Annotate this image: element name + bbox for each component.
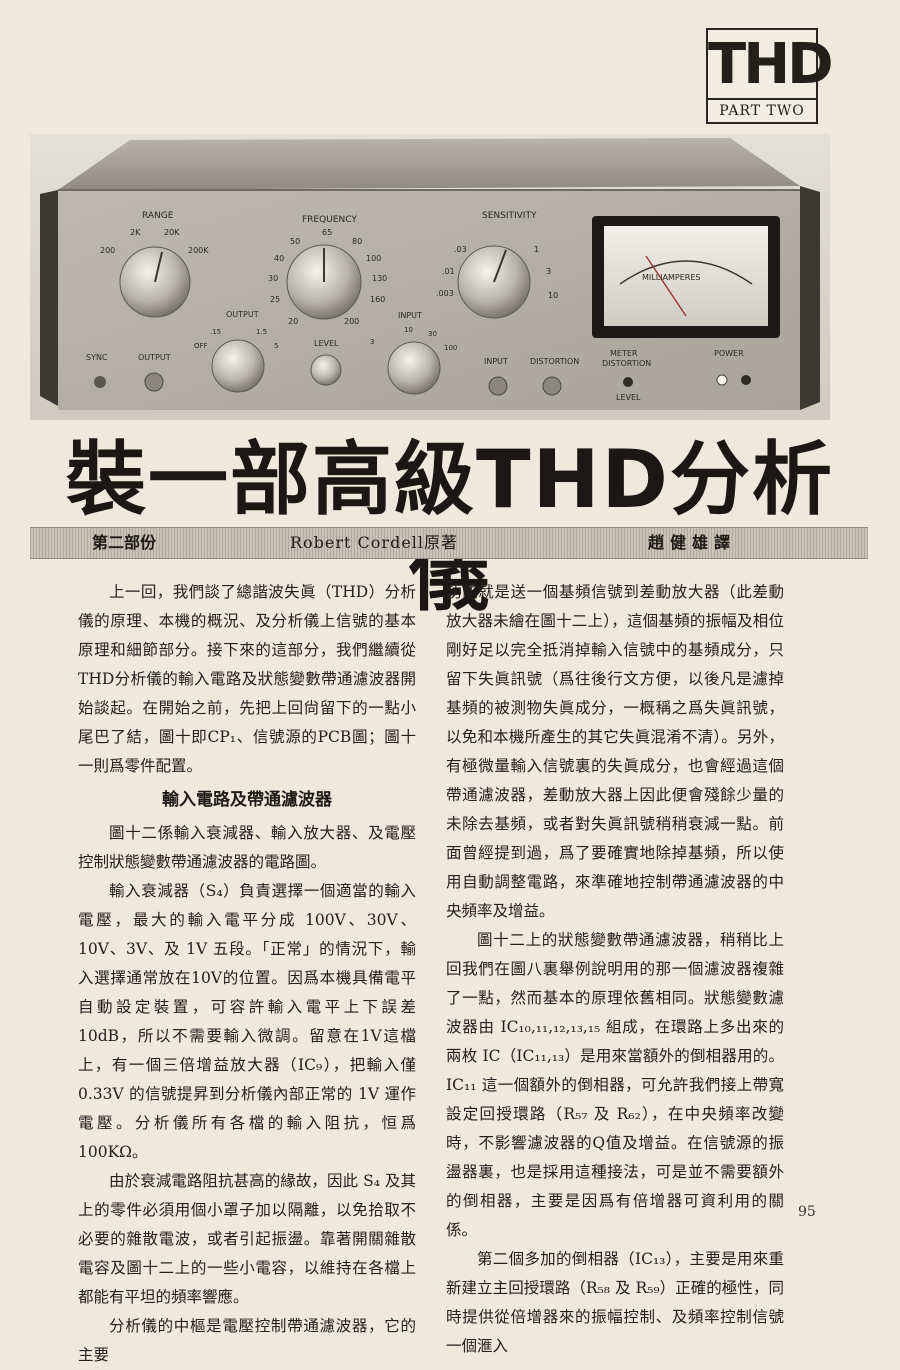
svg-text:2K: 2K: [130, 228, 141, 237]
left-side-panel: [40, 190, 58, 406]
input-range-knob: [387, 341, 441, 395]
frequency-label: FREQUENCY: [302, 215, 357, 225]
svg-text:40: 40: [274, 254, 284, 263]
cabinet-top: [58, 138, 800, 190]
svg-text:OUTPUT: OUTPUT: [138, 353, 171, 362]
svg-text:INPUT: INPUT: [484, 357, 508, 366]
svg-text:200: 200: [344, 317, 359, 326]
paragraph: 圖十二係輸入衰減器、輸入放大器、及電壓控制狀態變數帶通濾波器的電路圖。: [78, 824, 416, 871]
svg-text:DISTORTION: DISTORTION: [530, 357, 579, 366]
section-badge: THD PART TWO: [706, 28, 834, 124]
svg-text:OFF: OFF: [194, 342, 208, 350]
svg-text:.15: .15: [210, 328, 221, 336]
svg-text:30: 30: [268, 274, 278, 283]
svg-text:20K: 20K: [164, 228, 180, 237]
sensitivity-label: SENSITIVITY: [482, 211, 537, 221]
svg-text:10: 10: [404, 326, 413, 334]
output-level-label: OUTPUT: [226, 310, 259, 319]
svg-text:MILLIAMPERES: MILLIAMPERES: [642, 273, 700, 282]
range-label: RANGE: [142, 211, 174, 221]
svg-text:3: 3: [370, 338, 374, 346]
badge-subtitle: PART TWO: [708, 98, 816, 122]
paragraph: 上一回，我們談了總諧波失眞（THD）分析儀的原理、本機的概況、及分析儀上信號的基…: [78, 583, 416, 775]
svg-text:100: 100: [444, 344, 457, 352]
sync-jack: [94, 376, 106, 388]
paragraph: 功能就是送一個基頻信號到差動放大器（此差動放大器未繪在圖十二上），這個基頻的振幅…: [446, 583, 784, 920]
right-column: 功能就是送一個基頻信號到差動放大器（此差動放大器未繪在圖十二上），這個基頻的振幅…: [446, 578, 784, 1361]
svg-text:50: 50: [290, 237, 300, 246]
svg-text:200: 200: [100, 246, 115, 255]
svg-text:METER: METER: [610, 349, 638, 358]
byline-bar: 第二部份 Robert Cordell原著 趙健雄譯: [30, 527, 868, 559]
left-column: 上一回，我們談了總諧波失眞（THD）分析儀的原理、本機的概況、及分析儀上信號的基…: [78, 578, 416, 1370]
level-knob: [310, 354, 342, 386]
badge-title: THD: [708, 32, 834, 97]
svg-text:5: 5: [274, 342, 278, 350]
svg-text:.003: .003: [436, 289, 454, 298]
distortion-jack: [542, 376, 562, 396]
input-range-label: INPUT: [398, 311, 422, 320]
svg-text:1: 1: [534, 245, 539, 254]
svg-text:1.5: 1.5: [256, 328, 267, 336]
svg-text:80: 80: [352, 237, 362, 246]
output-level-knob: [211, 339, 265, 393]
svg-text:30: 30: [428, 330, 437, 338]
paragraph: 圖十二上的狀態變數帶通濾波器，稍稍比上回我們在圖八裏舉例說明用的那一個濾波器複雜…: [446, 931, 784, 1239]
section-heading: 輸入電路及帶通濾波器: [162, 790, 332, 810]
right-side-panel: [800, 186, 820, 410]
svg-text:10: 10: [548, 291, 558, 300]
power-switch: [741, 375, 751, 385]
meter-switch: [623, 377, 633, 387]
svg-text:20: 20: [288, 317, 298, 326]
svg-text:65: 65: [322, 228, 332, 237]
svg-text:DISTORTION: DISTORTION: [602, 359, 651, 368]
paragraph: 第二個多加的倒相器（IC₁₃），主要是用來重新建立主回授環路（R₅₈ 及 R₅₉…: [446, 1250, 784, 1355]
analyzer-photo: RANGE 2K 20K 200 200K FREQUENCY 65 50 80…: [30, 134, 830, 420]
svg-text:3: 3: [546, 267, 551, 276]
level-label: LEVEL: [314, 339, 339, 348]
svg-text:SYNC: SYNC: [86, 353, 108, 362]
power-lamp: [716, 374, 728, 386]
byline-part: 第二部份: [92, 533, 157, 552]
svg-text:25: 25: [270, 295, 280, 304]
paragraph: 輸入衰減器（S₄）負責選擇一個適當的輸入電壓，最大的輸入電平分成 100V、30…: [78, 882, 416, 1161]
meter-needle: [645, 255, 687, 317]
svg-text:LEVEL: LEVEL: [616, 393, 641, 402]
article-title: 裝一部高級THD分析儀: [66, 433, 834, 622]
paragraph: 分析儀的中樞是電壓控制帶通濾波器，它的主要: [78, 1317, 416, 1364]
paragraph: 由於衰減電路阻抗甚高的緣故，因此 S₄ 及其上的零件必須用個小罩子加以隔離，以免…: [78, 1172, 416, 1306]
svg-text:200K: 200K: [188, 246, 209, 255]
input-jack: [488, 376, 508, 396]
svg-text:100: 100: [366, 254, 381, 263]
page-number: 95: [798, 1204, 816, 1220]
svg-text:160: 160: [370, 295, 385, 304]
svg-text:.01: .01: [442, 267, 455, 276]
output-jack: [144, 372, 164, 392]
svg-text:.03: .03: [454, 245, 467, 254]
svg-text:130: 130: [372, 274, 387, 283]
svg-text:POWER: POWER: [714, 349, 744, 358]
byline-translator: 趙健雄譯: [648, 533, 737, 552]
byline-author: Robert Cordell原著: [290, 533, 459, 552]
